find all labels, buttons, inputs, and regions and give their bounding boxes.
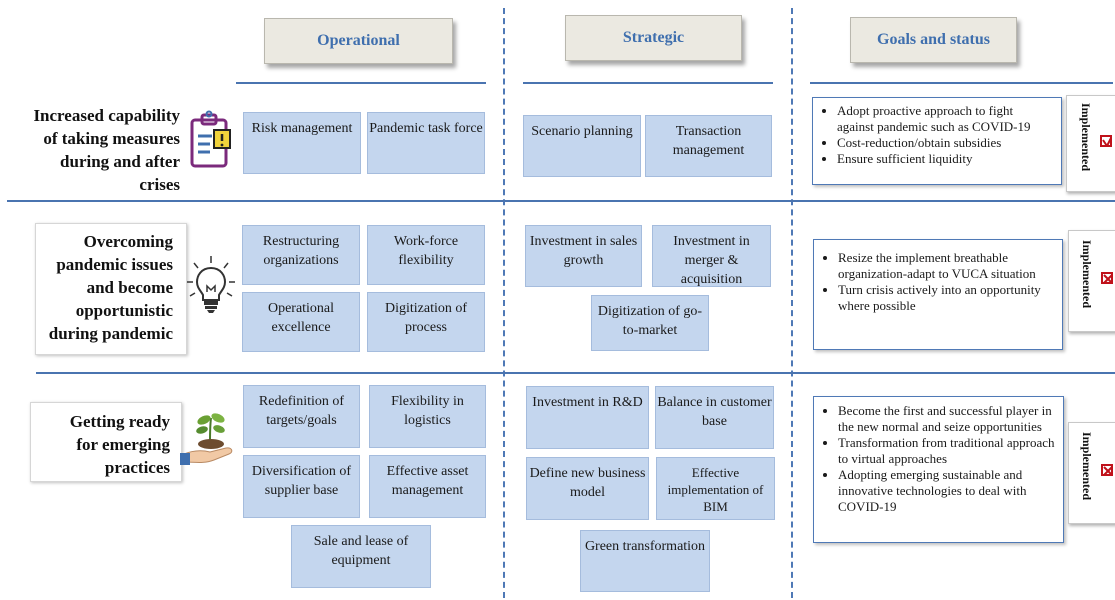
- strategic-item: Green transformation: [580, 530, 710, 592]
- operational-item: Pandemic task force: [367, 112, 485, 174]
- clipboard-icon: [188, 110, 236, 170]
- goals-box-3: Become the first and successful player i…: [813, 396, 1064, 543]
- goals-box-2: Resize the implement breathable organiza…: [813, 239, 1063, 350]
- operational-item: Risk management: [243, 112, 361, 174]
- row-label-2: Overcoming pandemic issues and become op…: [48, 232, 173, 343]
- operational-item: Digitization of process: [367, 292, 485, 352]
- goal-item: Become the first and successful player i…: [838, 403, 1055, 435]
- operational-item: Effective asset management: [369, 455, 486, 518]
- status-label: Implemented: [1079, 103, 1093, 171]
- operational-item: Sale and lease of equipment: [291, 525, 431, 588]
- crossed-box-icon: [1101, 464, 1113, 476]
- operational-item: Redefinition of targets/goals: [243, 385, 360, 448]
- header-underline: [810, 82, 1113, 84]
- strategic-item: Effective implementation of BIM: [656, 457, 775, 520]
- header-underline: [523, 82, 773, 84]
- strategic-item: Scenario planning: [523, 115, 641, 177]
- column-divider: [791, 8, 793, 598]
- goals-box-1: Adopt proactive approach to fight agains…: [812, 97, 1062, 185]
- strategic-item: Investment in merger & acquisition: [652, 225, 771, 287]
- header-goals: Goals and status: [850, 17, 1017, 63]
- strategic-item: Define new business model: [526, 457, 649, 520]
- crossed-box-icon: [1101, 272, 1113, 284]
- lightbulb-icon: [186, 254, 236, 316]
- row-label-card: [30, 402, 182, 482]
- checked-box-icon: [1100, 135, 1112, 147]
- operational-item: Restructuring organizations: [242, 225, 360, 285]
- status-label: Implemented: [1080, 240, 1094, 308]
- row-separator: [36, 372, 1115, 374]
- row-label-card: [35, 223, 187, 355]
- goal-item: Ensure sufficient liquidity: [837, 151, 1053, 167]
- strategic-item: Transaction management: [645, 115, 772, 177]
- goal-item: Adopt proactive approach to fight agains…: [837, 103, 1053, 135]
- header-strategic: Strategic: [565, 15, 742, 61]
- goal-item: Turn crisis actively into an opportunity…: [838, 282, 1054, 314]
- row-separator: [7, 200, 1115, 202]
- goal-item: Cost-reduction/obtain subsidies: [837, 135, 1053, 151]
- column-divider: [503, 8, 505, 598]
- strategic-item: Investment in R&D: [526, 386, 649, 449]
- strategic-item: Investment in sales growth: [525, 225, 642, 287]
- goal-item: Transformation from traditional approach…: [838, 435, 1055, 467]
- row-label-3: Getting ready for emerging practices: [69, 412, 170, 477]
- status-label: Implemented: [1080, 432, 1094, 500]
- goal-item: Adopting emerging sustainable and innova…: [838, 467, 1055, 515]
- operational-item: Work-force flexibility: [367, 225, 485, 285]
- header-underline: [236, 82, 486, 84]
- plant-in-hand-icon: [180, 408, 238, 470]
- strategic-item: Digitization of go-to-market: [591, 295, 709, 351]
- goal-item: Resize the implement breathable organiza…: [838, 250, 1054, 282]
- operational-item: Operational excellence: [242, 292, 360, 352]
- header-operational: Operational: [264, 18, 453, 64]
- strategic-item: Balance in customer base: [655, 386, 774, 449]
- operational-item: Diversification of supplier base: [243, 455, 360, 518]
- row-label-1: Increased capability of taking measures …: [33, 106, 180, 194]
- operational-item: Flexibility in logistics: [369, 385, 486, 448]
